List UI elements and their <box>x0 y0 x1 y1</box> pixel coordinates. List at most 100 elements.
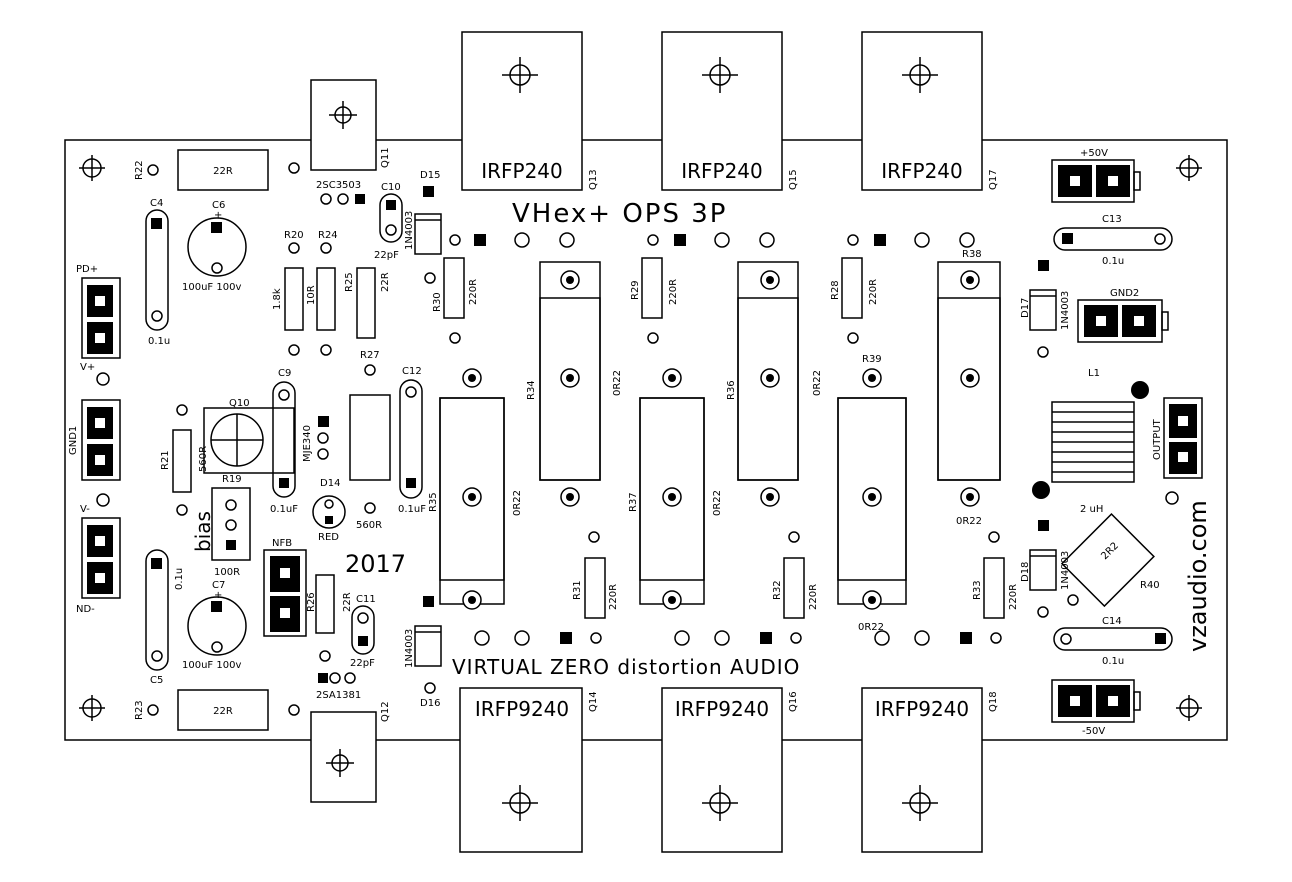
svg-text:D17: D17 <box>1020 298 1031 318</box>
svg-text:R23: R23 <box>134 700 145 720</box>
capacitor-c5: C5 0.1u <box>145 549 185 686</box>
svg-text:22R: 22R <box>342 592 353 612</box>
svg-text:1.8k: 1.8k <box>272 288 283 310</box>
transistor-q15: IRFP240 Q15 <box>661 31 799 191</box>
connector-plus-50v: +50V <box>1051 148 1141 203</box>
capacitor-c11: C11 22pF <box>350 594 376 669</box>
svg-text:0.1u: 0.1u <box>174 568 185 590</box>
svg-text:L1: L1 <box>1088 368 1100 379</box>
transistor-q17: IRFP240 Q17 <box>861 31 999 191</box>
resistor-r26: R26 22R <box>306 574 353 662</box>
resistor-block <box>349 394 391 481</box>
svg-text:D16: D16 <box>420 698 440 709</box>
transistor-q18: IRFP9240 Q18 <box>861 687 999 853</box>
resistor-r24: R24 10R <box>306 230 338 356</box>
svg-text:220R: 220R <box>868 279 879 305</box>
led-d14: D14 RED 560R <box>312 478 382 543</box>
capacitor-c6: C6 + 100uF 100v <box>182 200 247 293</box>
capacitor-c13: C13 0.1u <box>1053 214 1173 267</box>
svg-text:0.1u: 0.1u <box>1102 656 1124 667</box>
q18-ref: Q18 <box>988 691 999 712</box>
capacitor-c7: C7 + 100uF 100v <box>182 580 247 671</box>
q15-label: IRFP240 <box>681 159 763 183</box>
capacitor-c4: C4 0.1u <box>145 198 170 347</box>
svg-text:D15: D15 <box>420 170 440 181</box>
svg-text:0R22: 0R22 <box>956 516 982 527</box>
svg-text:R38: R38 <box>962 249 982 260</box>
svg-text:NFB: NFB <box>272 538 292 549</box>
svg-text:220R: 220R <box>1008 584 1019 610</box>
capacitor-c9: C9 0.1uF <box>270 368 298 515</box>
svg-text:MJE340: MJE340 <box>302 425 313 462</box>
svg-text:100R: 100R <box>214 567 240 578</box>
capacitor-c14: C14 0.1u <box>1053 616 1173 667</box>
svg-text:R31: R31 <box>572 580 583 600</box>
svg-text:R21: R21 <box>160 450 171 470</box>
svg-text:22pF: 22pF <box>374 250 399 261</box>
svg-text:R29: R29 <box>630 280 641 300</box>
q18-label: IRFP9240 <box>875 697 969 721</box>
svg-text:V-: V- <box>80 504 90 515</box>
svg-text:C6: C6 <box>212 200 225 211</box>
svg-text:R28: R28 <box>830 280 841 300</box>
svg-text:0R22: 0R22 <box>712 490 723 516</box>
svg-text:0.1uF: 0.1uF <box>270 504 298 515</box>
svg-text:Q12: Q12 <box>380 701 391 722</box>
svg-text:R37: R37 <box>628 492 639 512</box>
svg-text:C7: C7 <box>212 580 225 591</box>
svg-text:C12: C12 <box>402 366 422 377</box>
svg-text:R26: R26 <box>306 592 317 612</box>
transistor-q10: Q10 MJE340 <box>203 398 329 474</box>
diode-d18: D18 1N4003 <box>1020 520 1071 618</box>
svg-text:0R22: 0R22 <box>612 370 623 396</box>
svg-text:2SA1381: 2SA1381 <box>316 690 361 701</box>
svg-text:0R22: 0R22 <box>858 622 884 633</box>
svg-text:C4: C4 <box>150 198 163 209</box>
svg-text:-50V: -50V <box>1082 726 1105 737</box>
inductor-l1: L1 2 uH <box>1032 368 1149 515</box>
transistor-q12: Q12 2SA1381 <box>310 672 391 803</box>
q16-ref: Q16 <box>788 691 799 712</box>
svg-text:R22: R22 <box>134 160 145 180</box>
q15-ref: Q15 <box>788 169 799 190</box>
svg-text:R27: R27 <box>360 350 380 361</box>
svg-text:10R: 10R <box>306 285 317 305</box>
svg-text:+: + <box>214 590 222 601</box>
svg-text:Q11: Q11 <box>380 147 391 168</box>
svg-text:+: + <box>214 210 222 221</box>
board-title: VHex+ OPS 3P <box>512 199 727 229</box>
svg-text:GND2: GND2 <box>1110 288 1139 299</box>
svg-text:R32: R32 <box>772 580 783 600</box>
svg-text:OUTPUT: OUTPUT <box>1152 418 1163 460</box>
svg-text:RED: RED <box>318 532 339 543</box>
svg-text:C13: C13 <box>1102 214 1122 225</box>
resistor-r40: 2R2 R40 <box>1060 513 1160 608</box>
svg-text:R24: R24 <box>318 230 338 241</box>
svg-text:22R: 22R <box>380 272 391 292</box>
capacitor-c10: C10 22pF <box>374 182 403 261</box>
svg-text:220R: 220R <box>608 584 619 610</box>
svg-text:+50V: +50V <box>1080 148 1108 159</box>
capacitor-c12: C12 0.1uF <box>398 366 426 515</box>
svg-text:220R: 220R <box>668 279 679 305</box>
connector-minus-50v: -50V <box>1051 679 1141 737</box>
bias-label: bias <box>191 511 215 552</box>
q17-ref: Q17 <box>988 169 999 190</box>
svg-text:0R22: 0R22 <box>812 370 823 396</box>
connector-nd-minus: V- ND- <box>76 493 121 615</box>
svg-text:100uF 100v: 100uF 100v <box>182 660 241 671</box>
resistor-r20: R20 1.8k <box>272 230 304 356</box>
connector-pd-plus: PD+ V+ <box>76 264 121 386</box>
mounting-hole-bl <box>79 695 105 721</box>
trimmer-r19: R19 100R <box>211 474 251 578</box>
svg-text:R20: R20 <box>284 230 304 241</box>
footer-text: VIRTUAL ZERO distortion AUDIO <box>452 655 800 679</box>
svg-text:100uF 100v: 100uF 100v <box>182 282 241 293</box>
website-label: vzaudio.com <box>1184 500 1212 652</box>
svg-text:0.1uF: 0.1uF <box>398 504 426 515</box>
svg-text:R25: R25 <box>344 272 355 292</box>
svg-text:22R: 22R <box>213 166 233 177</box>
svg-text:R30: R30 <box>432 292 443 312</box>
resistor-r21: R21 560R <box>160 404 209 516</box>
svg-text:1N4003: 1N4003 <box>1060 291 1071 330</box>
